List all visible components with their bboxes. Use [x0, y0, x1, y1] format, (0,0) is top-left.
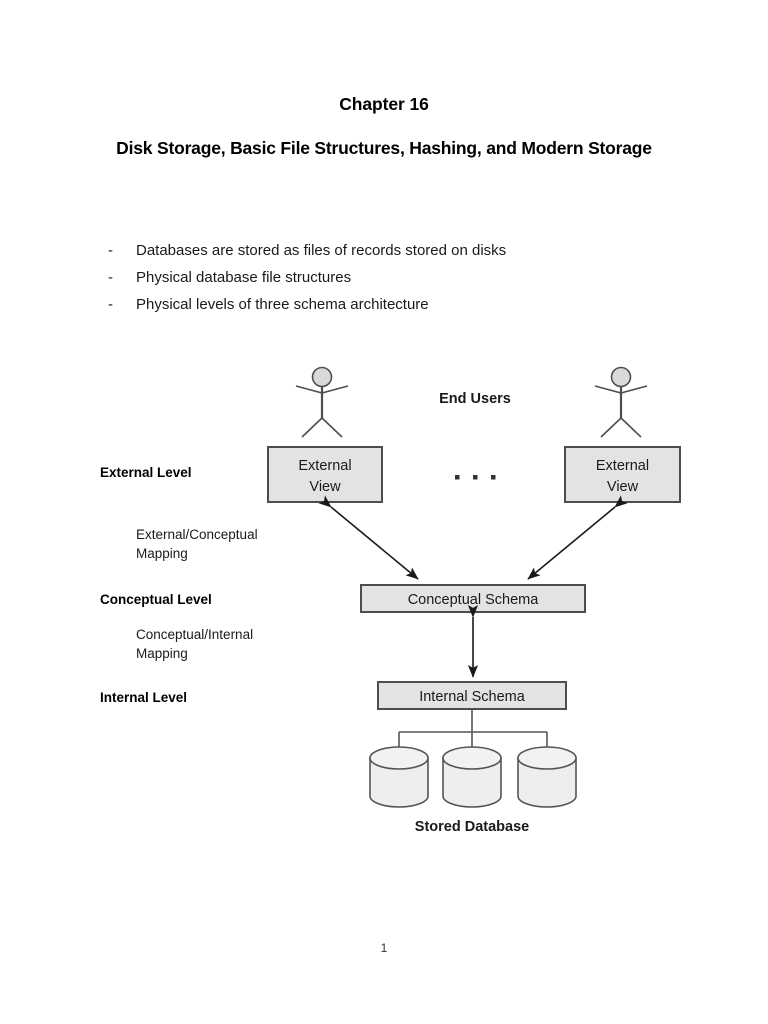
mapping-label-line2: Mapping: [136, 646, 188, 661]
level-label-external: External Level: [100, 465, 192, 480]
mapping-label-line1: External/Conceptual: [136, 527, 258, 542]
diagram-canvas: External View External View End Users: [267, 366, 681, 835]
mapping-label-external-conceptual: External/Conceptual Mapping: [136, 525, 258, 563]
chapter-title: Chapter 16: [339, 94, 429, 114]
stick-figure-user-left: [295, 366, 349, 438]
stick-figure-user-right: [594, 366, 648, 438]
database-cylinder-left: [369, 746, 429, 808]
mapping-label-conceptual-internal: Conceptual/Internal Mapping: [136, 625, 253, 663]
list-item: - Physical database file structures: [108, 264, 668, 291]
bullet-list: - Databases are stored as files of recor…: [108, 237, 668, 318]
bullet-text: Physical levels of three schema architec…: [136, 296, 429, 313]
external-view-box-left[interactable]: External View: [267, 446, 383, 503]
internal-schema-box[interactable]: Internal Schema: [377, 681, 567, 710]
external-view-box-left-line2: View: [309, 479, 341, 495]
page-title-block: Chapter 16 Disk Storage, Basic File Stru…: [96, 92, 672, 163]
conceptual-schema-box[interactable]: Conceptual Schema: [360, 584, 586, 613]
database-cylinder-right: [517, 746, 577, 808]
external-view-box-right-line2: View: [607, 479, 639, 495]
stored-database-label: Stored Database: [415, 819, 529, 835]
level-label-internal: Internal Level: [100, 690, 188, 705]
external-view-box-left-line1: External: [298, 458, 351, 474]
bullet-marker: -: [108, 269, 113, 286]
bullet-marker: -: [108, 242, 113, 259]
mapping-label-line2: Mapping: [136, 546, 188, 561]
end-users-label: End Users: [439, 391, 511, 407]
conceptual-schema-label: Conceptual Schema: [408, 592, 540, 608]
external-view-box-right-line1: External: [596, 458, 649, 474]
three-schema-architecture-diagram: External Level External/Conceptual Mappi…: [0, 355, 768, 855]
database-cylinder-middle: [442, 746, 502, 808]
level-label-conceptual: Conceptual Level: [100, 592, 212, 607]
external-view-box-right[interactable]: External View: [564, 446, 681, 503]
list-item: - Databases are stored as files of recor…: [108, 237, 668, 264]
list-item: - Physical levels of three schema archit…: [108, 291, 668, 318]
arrow-external-left-to-conceptual: [318, 495, 419, 580]
bullet-text: Databases are stored as files of records…: [136, 242, 507, 259]
storage-connector-lines: [398, 709, 548, 748]
ellipsis-more-views: [455, 475, 496, 480]
chapter-subtitle: Disk Storage, Basic File Structures, Has…: [116, 138, 652, 159]
mapping-label-line1: Conceptual/Internal: [136, 627, 254, 642]
bullet-marker: -: [108, 296, 113, 313]
arrow-external-right-to-conceptual: [527, 495, 628, 580]
bullet-text: Physical database file structures: [136, 269, 352, 286]
page-number: 1: [380, 941, 388, 955]
internal-schema-label: Internal Schema: [419, 689, 526, 705]
